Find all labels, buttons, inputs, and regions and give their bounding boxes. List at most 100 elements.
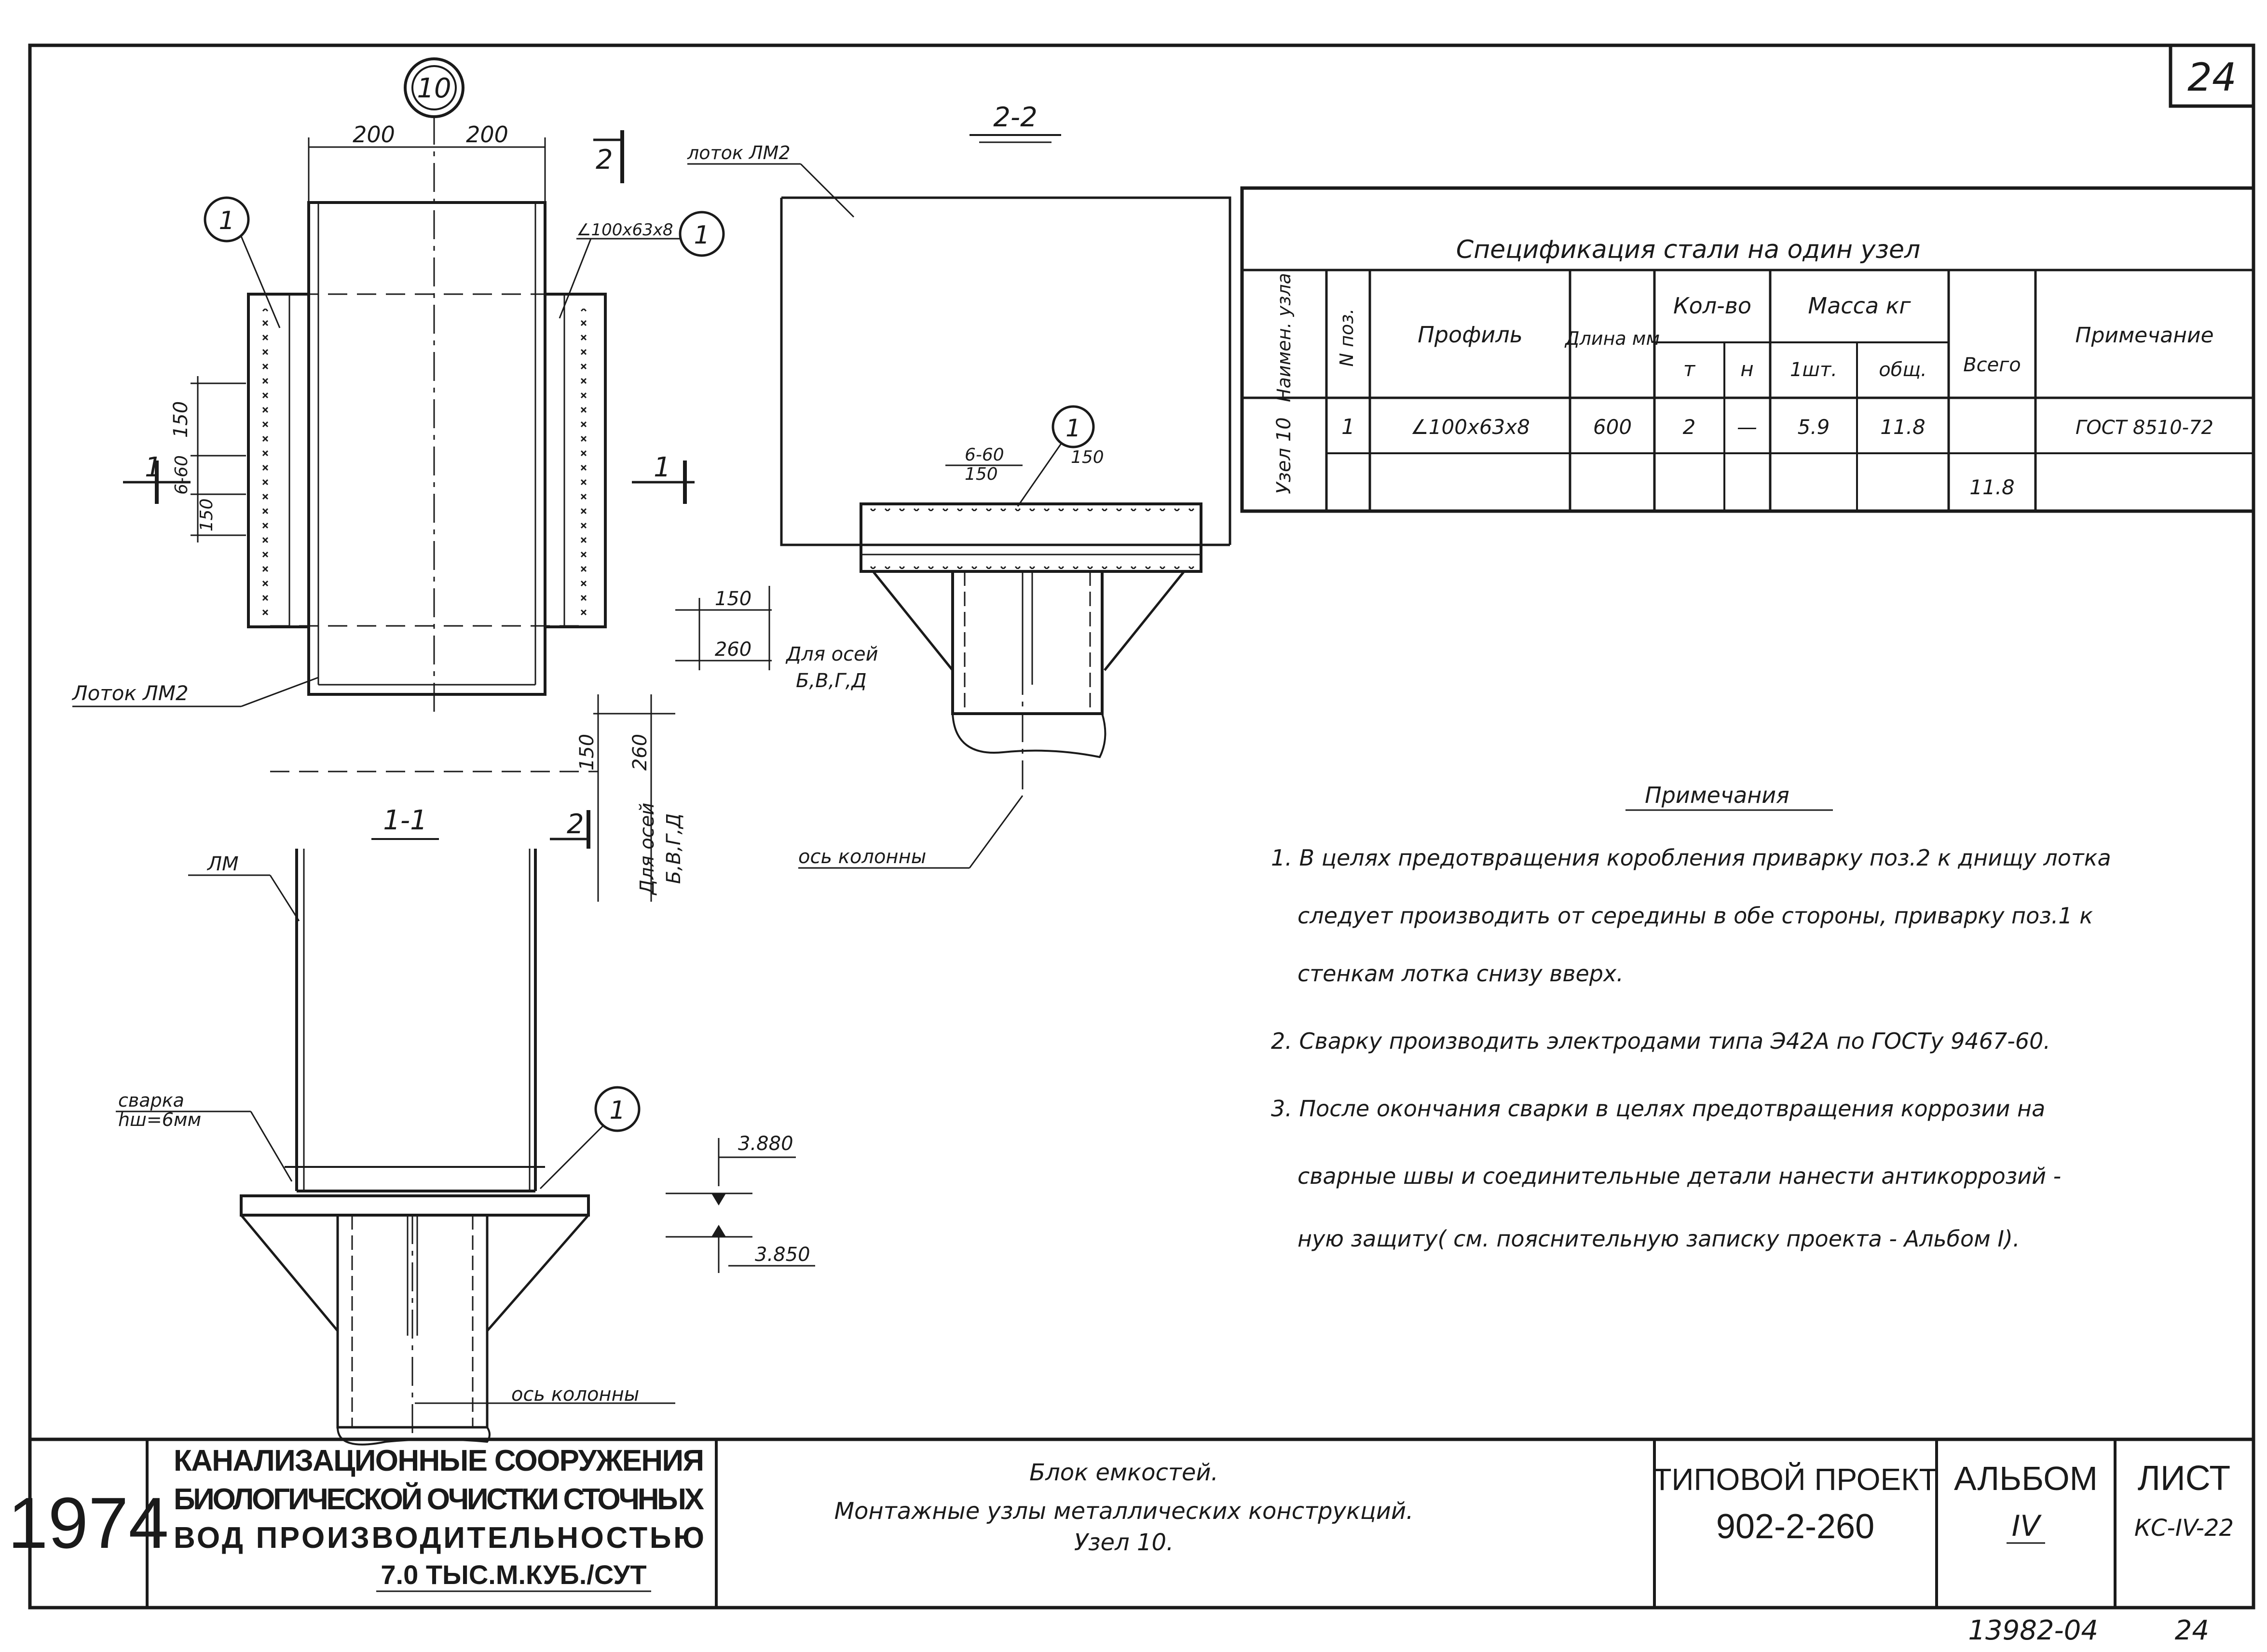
notes: Примечания 1. В целях предотвращения кор…: [1271, 782, 2111, 1252]
tb-album-label: АЛЬБОМ: [1954, 1460, 2098, 1497]
hdr-one: 1шт.: [1790, 359, 1837, 381]
middle-dimensions: 150 260 Для осей Б,В,Г,Д 150 260 Для осе…: [550, 586, 878, 902]
label-lm: ЛМ: [206, 853, 239, 875]
label-os-kolonny-2: ось колонны: [511, 1383, 639, 1406]
elev-top: 3.880: [738, 1133, 793, 1155]
note-line-5: 3. После окончания сварки в целях предот…: [1271, 1096, 2045, 1122]
note-line-2: следует производить от середины в обе ст…: [1297, 903, 2093, 929]
row-dlina: 600: [1593, 415, 1632, 439]
archive-page: 24: [2175, 1615, 2209, 1646]
label-lotok-top: лоток ЛМ2: [687, 142, 791, 163]
pos-marker-11-label: 1: [609, 1096, 625, 1125]
dim-side-150-a: 150: [170, 401, 192, 438]
elev-bottom: 3.850: [755, 1244, 810, 1266]
tb-desc-1: Блок емкостей.: [1029, 1459, 1218, 1486]
vdim-260: 260: [629, 734, 651, 771]
s22-dim-6-60: 6-60: [965, 445, 1004, 465]
row-obsh: 11.8: [1880, 415, 1926, 439]
pos-marker-22: [1052, 405, 1095, 448]
row-vsego: 11.8: [1969, 475, 2015, 499]
hdr-n: н: [1740, 357, 1753, 381]
dim-top-left: 200: [353, 122, 395, 148]
s22-dim-150-a: 150: [965, 464, 998, 484]
tb-album-number: IV: [2012, 1509, 2042, 1543]
tb-sheet-code: КС-IV-22: [2134, 1515, 2234, 1542]
hdr-massa: Масса кг: [1808, 293, 1911, 319]
row-t: 2: [1683, 415, 1696, 439]
channel-plan: [307, 201, 546, 696]
note-line-3: стенкам лотка снизу вверх.: [1297, 961, 1624, 987]
section-1-1: 1-1 ЛМ сварка hш=6мм 1 ось колонны 3.880: [116, 805, 815, 1446]
section-2-2: 2-2 1 6-60 150 150 ось колонны: [780, 102, 1231, 869]
tb-desc-2: Монтажные узлы металлических конструкций…: [834, 1498, 1414, 1525]
spec-title: Спецификация стали на один узел: [1456, 235, 1920, 264]
row-one: 5.9: [1798, 415, 1830, 439]
dim-top-right: 200: [466, 122, 508, 148]
row-profil: ∠100x63x8: [1410, 415, 1530, 439]
axes-note-1: Для осей: [785, 643, 878, 665]
pos-marker-left-label: 1: [219, 206, 234, 235]
note-line-1: 1. В целях предотвращения коробления при…: [1271, 845, 2111, 871]
node-marker: 10: [417, 73, 451, 104]
hdr-n-poz: N поз.: [1336, 309, 1357, 367]
pos-marker-22-label: 1: [1065, 414, 1081, 442]
pos-marker-right-label: 1: [694, 221, 710, 250]
tb-org-2: БИОЛОГИЧЕСКОЙ ОЧИСТКИ СТОЧНЫХ: [174, 1482, 704, 1516]
label-svarka-2: hш=6мм: [118, 1109, 201, 1130]
hdr-obsh: общ.: [1879, 359, 1927, 381]
hdr-kol-vo: Кол-во: [1673, 293, 1751, 319]
column-top: [951, 570, 1104, 715]
vaxes-note-1: Для осей: [636, 803, 658, 896]
hdr-dlina: Длина мм: [1564, 328, 1660, 349]
hdr-primechanie: Примечание: [2075, 323, 2213, 348]
dim-260: 260: [715, 638, 751, 661]
note-line-7: ную защиту( см. пояснительную записку пр…: [1297, 1226, 2020, 1252]
section-22-title: 2-2: [993, 102, 1037, 133]
tb-org-1: КАНАЛИЗАЦИОННЫЕ СООРУЖЕНИЯ: [174, 1444, 704, 1477]
label-svarka-1: сварка: [118, 1090, 184, 1111]
tb-org-3: ВОД ПРОИЗВОДИТЕЛЬНОСТЬЮ: [174, 1521, 704, 1555]
archive-number: 13982-04: [1968, 1615, 2098, 1646]
hdr-vsego: Всего: [1963, 354, 2021, 376]
note-line-6: сварные швы и соединительные детали нане…: [1297, 1163, 2061, 1189]
corner-sheet-box: [2169, 43, 2255, 108]
tb-year: 1974: [8, 1482, 169, 1563]
hdr-profil: Профиль: [1418, 322, 1523, 348]
angle-right: [544, 293, 607, 628]
corner-sheet-number: 24: [2187, 55, 2237, 100]
pos-marker-11: [594, 1086, 641, 1132]
dim-150: 150: [715, 588, 751, 610]
row-n: —: [1737, 415, 1757, 439]
row-uzel: Узел 10: [1273, 417, 1295, 494]
title-block: 1974 КАНАЛИЗАЦИОННЫЕ СООРУЖЕНИЯ БИОЛОГИЧ…: [8, 1437, 2253, 1608]
row-poz: 1: [1341, 415, 1355, 439]
dim-side-6-60: 6-60: [172, 455, 191, 495]
s22-dim-150-b: 150: [1071, 447, 1104, 467]
note-line-4: 2. Сварку производить электродами типа Э…: [1271, 1028, 2050, 1054]
tb-sheet-label: ЛИСТ: [2138, 1459, 2231, 1498]
section-2-mark-bottom: 2: [567, 809, 584, 840]
hdr-naimen: Наимен. узла: [1273, 273, 1295, 402]
vdim-150: 150: [576, 734, 598, 771]
label-angle-top: ∠100x63x8: [576, 220, 673, 240]
hdr-t: т: [1683, 357, 1696, 381]
label-os-kolonny-1: ось колонны: [798, 846, 926, 868]
tb-project-label: ТИПОВОЙ ПРОЕКТ: [1652, 1462, 1938, 1497]
angle-left: [247, 293, 310, 628]
dim-side-150-b: 150: [197, 499, 217, 532]
pos-marker-right: [679, 211, 725, 257]
plan-view: 10 200 200 2 1 1 ∠100x63x8: [71, 57, 801, 772]
vaxes-note-2: Б,В,Г,Д: [663, 813, 685, 884]
tb-desc-3: Узел 10.: [1074, 1529, 1174, 1556]
tb-project-number: 902-2-260: [1716, 1507, 1874, 1546]
section-11-title: 1-1: [383, 805, 427, 836]
flange-plate-11: [240, 1194, 590, 1217]
label-lotok-left: Лоток ЛМ2: [71, 681, 189, 705]
notes-heading: Примечания: [1645, 782, 1789, 808]
axes-note-2: Б,В,Г,Д: [796, 670, 867, 692]
row-primechanie: ГОСТ 8510-72: [2076, 417, 2213, 439]
tb-org-4: 7.0 ТЫС.М.КУБ./СУТ: [381, 1559, 646, 1590]
sheet-frame: [28, 43, 2255, 1610]
spec-table: Спецификация стали на один узел Наимен. …: [1240, 186, 2255, 513]
